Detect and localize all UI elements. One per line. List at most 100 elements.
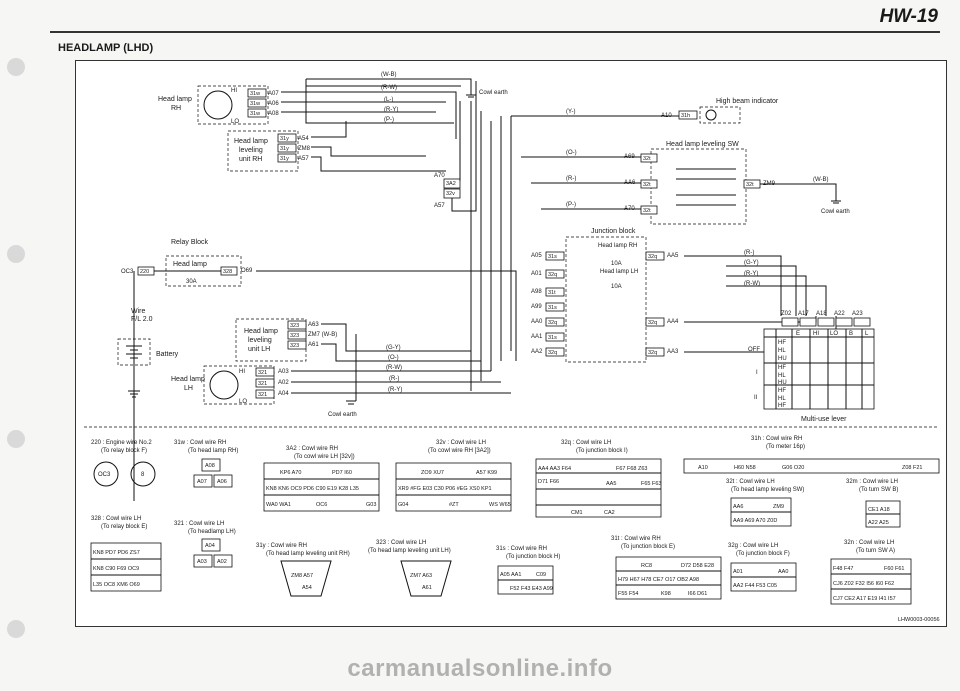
svg-text:leveling: leveling (248, 337, 272, 344)
svg-text:AA1: AA1 (531, 334, 543, 340)
svg-text:LO: LO (830, 331, 838, 337)
svg-text:KN8 KN6 OC9 PD6 C90 E19 K28 L3: KN8 KN6 OC9 PD6 C90 E19 K28 L35 (266, 486, 359, 492)
svg-text:323: 323 (290, 343, 299, 349)
binder-hole (7, 430, 25, 448)
svg-text:leveling: leveling (239, 147, 263, 154)
center-connector: A70 3A2 32v A57 (434, 173, 461, 209)
connector-title: 32q : Cowl wire LH (561, 440, 611, 446)
svg-text:E: E (796, 331, 800, 337)
cowl-earth-top: Cowl earth (466, 90, 508, 98)
svg-text:A03: A03 (197, 559, 207, 565)
svg-text:8: 8 (141, 472, 145, 478)
svg-text:ZO9 XU7: ZO9 XU7 (421, 470, 444, 476)
svg-text:A63: A63 (308, 322, 319, 328)
svg-text:OC6: OC6 (316, 502, 327, 508)
svg-text:321: 321 (258, 370, 267, 376)
svg-text:ZM8: ZM8 (298, 146, 311, 152)
svg-text:31y: 31y (280, 136, 289, 142)
svg-text:HL: HL (778, 348, 786, 354)
svg-text:31w: 31w (250, 91, 260, 97)
connector-subtitle: (To cowl wire RH [3A2]) (428, 448, 491, 454)
section-title: HEADLAMP (LHD) (58, 42, 154, 54)
connector-subtitle: (To turn SW A) (856, 548, 895, 554)
svg-text:F55 F54: F55 F54 (618, 591, 638, 597)
svg-text:32q: 32q (548, 272, 557, 278)
jb-fuse-rh-label: Head lamp RH (598, 243, 637, 249)
connector-title: 328 : Cowl wire LH (91, 516, 141, 522)
svg-text:CM1: CM1 (571, 510, 583, 516)
svg-text:328: 328 (223, 269, 232, 275)
svg-text:ZM7 (W-B): ZM7 (W-B) (308, 332, 337, 338)
svg-text:HU: HU (778, 380, 787, 386)
high-beam-indicator: High beam indicator A10 31h (661, 98, 779, 124)
svg-text:ZM7 A63: ZM7 A63 (410, 573, 432, 579)
rh-wire-colors: (W-B) (R-W) (L-) (R-Y) (P-) (381, 72, 398, 123)
svg-text:32t: 32t (643, 208, 651, 214)
wire-color-label: (P-) (566, 202, 576, 208)
svg-text:HF: HF (778, 388, 786, 394)
svg-text:A02: A02 (217, 559, 227, 565)
svg-text:XR9 #FG E03 C30 P06 #EG XS0 KP: XR9 #FG E03 C30 P06 #EG XS0 KP1 (398, 486, 492, 492)
svg-text:A06: A06 (268, 101, 279, 107)
svg-text:H79 H67 H78 CE7 O17 OB2 A98: H79 H67 H78 CE7 O17 OB2 A98 (618, 577, 699, 583)
svg-text:32v: 32v (446, 191, 455, 197)
svg-text:AA6: AA6 (733, 504, 743, 510)
connector-subtitle: (To junction block H) (506, 554, 560, 560)
wire-color-label: (Y-) (566, 109, 575, 115)
svg-text:Z08 F21: Z08 F21 (902, 465, 922, 471)
svg-text:31s: 31s (548, 305, 557, 311)
svg-text:F60 F61: F60 F61 (884, 566, 904, 572)
connector-title: 32m : Cowl wire LH (846, 479, 898, 485)
svg-text:A61: A61 (308, 342, 319, 348)
wire-color-label: (R-) (744, 250, 754, 256)
connector-subtitle: (To junction block E) (621, 544, 675, 550)
svg-text:A04: A04 (205, 543, 215, 549)
leveling-sw-label: Head lamp leveling SW (666, 141, 739, 148)
svg-text:HU: HU (778, 356, 787, 362)
wire-color-label: (O-) (388, 355, 399, 361)
svg-text:220: 220 (140, 269, 149, 275)
svg-text:CA2: CA2 (604, 510, 615, 516)
wire-color-label: (W-B) (813, 177, 829, 183)
watermark: carmanualsonline.info (347, 655, 613, 682)
connector-title: 32g : Cowl wire LH (728, 543, 778, 549)
wire-color-label: (R-W) (386, 365, 402, 371)
svg-text:A57 K99: A57 K99 (476, 470, 497, 476)
connector-title: 220 : Engine wire No.2 (91, 440, 152, 446)
svg-text:CE1 A18: CE1 A18 (868, 507, 890, 513)
wire-color-label: (R-Y) (744, 271, 758, 277)
wire-color-label: (G-Y) (744, 260, 759, 266)
connector-subtitle: (To turn SW B) (859, 487, 898, 493)
junction-block-label: Junction block (591, 228, 636, 235)
connector-title: 31y : Cowl wire RH (256, 543, 307, 549)
svg-text:32q: 32q (648, 320, 657, 326)
connector-title: 32t : Cowl wire LH (726, 479, 775, 485)
svg-text:32t: 32t (643, 182, 651, 188)
fuse-rating: 10A (611, 284, 622, 290)
svg-text:A08: A08 (205, 463, 215, 469)
svg-text:L: L (865, 331, 869, 337)
wire-color-label: (O-) (566, 150, 577, 156)
svg-text:G06 O20: G06 O20 (782, 465, 804, 471)
svg-text:A54: A54 (298, 136, 309, 142)
svg-text:A06: A06 (217, 479, 227, 485)
svg-text:F48 F47: F48 F47 (833, 566, 853, 572)
svg-text:A18: A18 (816, 311, 827, 317)
svg-text:B: B (849, 331, 853, 337)
svg-text:H60 N58: H60 N58 (734, 465, 756, 471)
svg-text:AA5: AA5 (606, 481, 616, 487)
lamp-lo-label: LO (231, 119, 239, 125)
connector-subtitle: (To relay block F) (101, 448, 147, 454)
connector-subtitle: (To cowl wire LH [32v]) (294, 454, 355, 460)
svg-text:32q: 32q (648, 350, 657, 356)
connector-title: 32v : Cowl wire LH (436, 440, 486, 446)
relay-block-label: Relay Block (171, 239, 208, 246)
